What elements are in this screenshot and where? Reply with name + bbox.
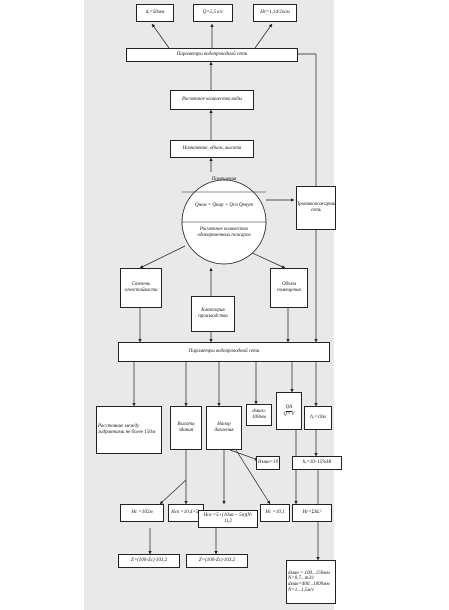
final-block: dмин = 100...150мм N=0,7...m3/c dмак=400…	[286, 560, 336, 604]
circle-bottom-label: Расчетное количество одновременных пожар…	[197, 227, 251, 238]
circle-top-label: Помещения	[211, 177, 237, 182]
z1-box: Z=(100-Zc)·103,2	[118, 554, 180, 568]
hv-box: Hc =10,1	[260, 504, 290, 522]
hm-box: Hсв =5+(10мс – 5н)(N-1),2	[198, 510, 258, 528]
building-volume-box: Объем помещения	[270, 268, 308, 308]
output-diameter: dₑ=50мм	[136, 4, 174, 22]
calc-water-box: Расчетное количество воды	[170, 90, 254, 110]
category-box: Категория производства	[191, 296, 235, 332]
output-flow: Q=2,5 к/с	[193, 4, 233, 22]
hc-box: Hc =102м	[120, 504, 164, 522]
hydrant-distance-box: Расстояние между гидрантами не более 150…	[96, 406, 162, 454]
fire-resistance-box: Степень огнестойкости	[120, 268, 162, 308]
d-min-box: dмин≥ 100мм	[246, 404, 272, 426]
output-head: Hr=1,14/2осм	[253, 4, 297, 22]
hydrant-types-box: Назначение, объем, высота	[170, 140, 254, 158]
fire-network-box: Противопожарная сеть	[296, 186, 336, 230]
network-params-top: Параметры водопроводной сети	[126, 48, 298, 62]
q-formula-box: QA Q=V	[276, 392, 302, 430]
h-range-box: hₑ=10–15%Hl	[292, 456, 342, 470]
network-params-mid: Параметры водопроводной сети	[118, 342, 330, 362]
pressure-box: Напор давления	[206, 406, 242, 450]
z2-box: Z=(100-Zc)·103,2	[186, 554, 248, 568]
hmin-side-box: hₑ=10м	[304, 406, 332, 430]
hmin-box: Hмин=10	[256, 456, 280, 470]
circle-formula: Qном = Qнар + Qсн Qвнут	[194, 203, 254, 208]
hr-sum-box: Hr=ΣhL²	[292, 504, 332, 522]
building-height-box: Высота здания	[170, 406, 202, 450]
